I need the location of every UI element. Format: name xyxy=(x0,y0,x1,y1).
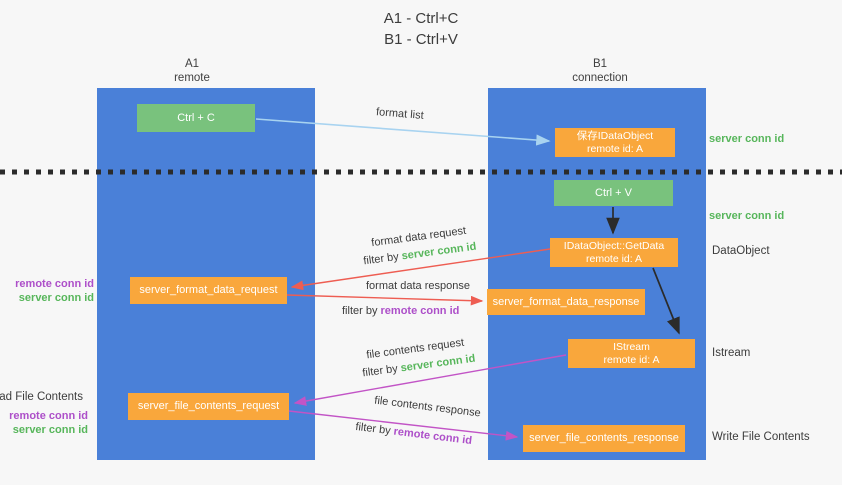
diagram-title: A1 - Ctrl+C B1 - Ctrl+V xyxy=(331,8,511,50)
node-format-response-label: server_format_data_response xyxy=(492,295,640,308)
node-server-format-data-response: server_format_data_response xyxy=(487,289,645,315)
title-line-2: B1 - Ctrl+V xyxy=(384,31,458,48)
node-save-idataobject-line1: 保存IDataObject xyxy=(576,129,654,142)
annotation-dataobject: DataObject xyxy=(712,245,770,257)
annotation-server-conn-id-left-1: server conn id xyxy=(18,292,94,304)
annotation-server-conn-id-left-2: server conn id xyxy=(12,424,88,436)
title-line-1: A1 - Ctrl+C xyxy=(383,10,459,27)
node-getdata-line2: remote id: A xyxy=(585,252,643,265)
node-ctrl-c-label: Ctrl + C xyxy=(177,111,215,124)
node-istream-line1: IStream xyxy=(613,340,650,353)
node-istream: IStream remote id: A xyxy=(568,339,695,368)
annotation-server-conn-id-right-1: server conn id xyxy=(709,133,785,145)
lane-left-subtitle: remote xyxy=(174,72,210,84)
label-format-list: format list xyxy=(375,106,425,122)
annotation-conn-ids-left-1: remote conn id server conn id xyxy=(15,277,94,305)
node-idataobject-getdata: IDataObject::GetData remote id: A xyxy=(550,238,678,267)
node-istream-line2: remote id: A xyxy=(603,353,660,366)
arrow-format-data-response xyxy=(286,294,484,306)
node-ctrl-v-label: Ctrl + V xyxy=(595,186,632,199)
node-ctrl-c: Ctrl + C xyxy=(137,104,255,132)
annotation-conn-ids-left-2: remote conn id server conn id xyxy=(9,409,88,437)
lane-left-title: A1 xyxy=(184,58,200,70)
node-file-request-label: server_file_contents_request xyxy=(137,400,280,412)
node-server-format-data-request: server_format_data_request xyxy=(130,277,287,304)
label-format-data-response: format data response xyxy=(366,280,470,292)
lane-right-title: B1 xyxy=(592,58,608,70)
filter-by-text-1: filter by xyxy=(362,250,403,268)
annotation-remote-conn-id-left-2: remote conn id xyxy=(9,410,88,422)
filter-value-remote-conn-id-1: remote conn id xyxy=(380,305,460,317)
node-ctrl-v: Ctrl + V xyxy=(554,180,673,206)
label-filter-by-remote-conn-id-2: filter by remote conn id xyxy=(355,421,473,447)
node-server-file-contents-request: server_file_contents_request xyxy=(128,393,289,420)
node-server-file-contents-response: server_file_contents_response xyxy=(523,425,685,452)
label-filter-by-remote-conn-id-1: filter by remote conn id xyxy=(342,305,459,317)
node-getdata-line1: IDataObject::GetData xyxy=(563,239,665,252)
annotation-write-file-contents: Write File Contents xyxy=(712,431,810,443)
node-format-request-label: server_format_data_request xyxy=(139,284,278,296)
filter-by-text-4: filter by xyxy=(354,420,395,438)
node-save-idataobject: 保存IDataObject remote id: A xyxy=(555,128,675,157)
filter-by-text-2: filter by xyxy=(342,305,381,317)
annotation-server-conn-id-right-2: server conn id xyxy=(709,210,785,222)
filter-value-server-conn-id-2: server conn id xyxy=(399,352,477,375)
lane-header-right: B1 connection xyxy=(540,57,660,85)
annotation-remote-conn-id-left-1: remote conn id xyxy=(15,278,94,290)
filter-by-text-3: filter by xyxy=(361,362,402,380)
annotation-read-file-contents: Read File Contents xyxy=(0,391,83,403)
annotation-istream: Istream xyxy=(712,347,751,359)
lane-right-subtitle: connection xyxy=(572,72,628,84)
filter-value-remote-conn-id-2: remote conn id xyxy=(392,425,473,448)
label-file-contents-response: file contents response xyxy=(373,394,482,420)
node-file-response-label: server_file_contents_response xyxy=(529,432,679,444)
node-save-idataobject-line2: remote id: A xyxy=(586,142,644,155)
lane-header-left: A1 remote xyxy=(132,57,252,85)
